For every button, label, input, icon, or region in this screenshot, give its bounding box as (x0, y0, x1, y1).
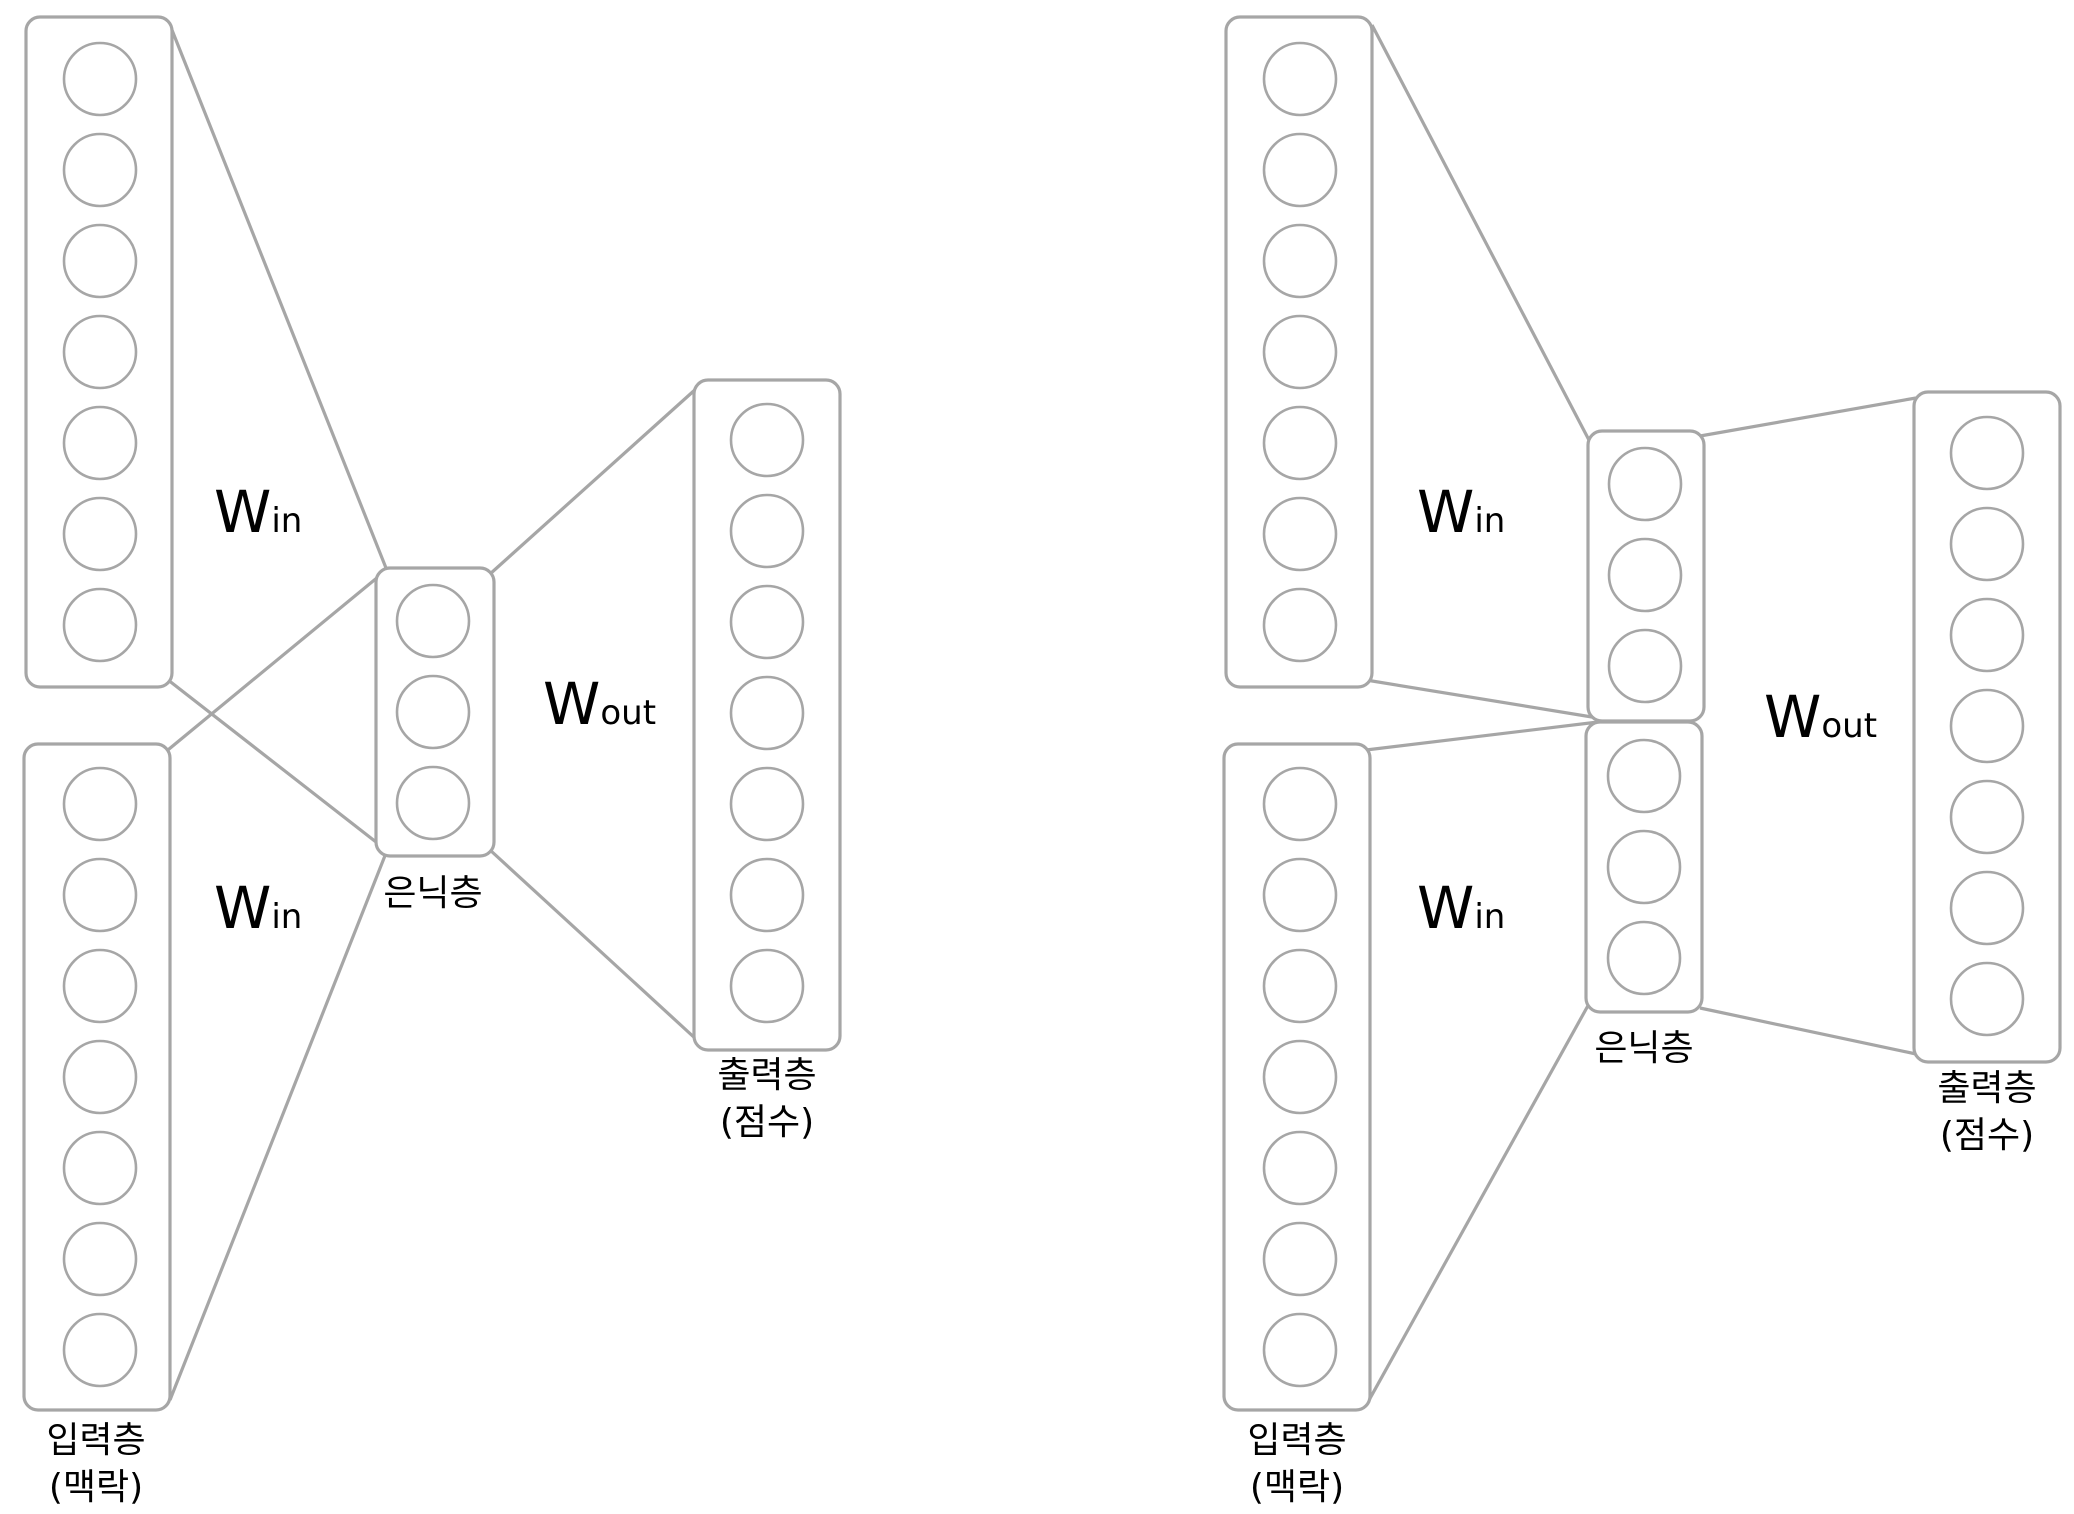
hidden-layer-box (374, 566, 496, 858)
input-layer-box (1224, 15, 1374, 689)
neuron (1949, 961, 2025, 1037)
left-connections (161, 24, 699, 1401)
connection-line (162, 674, 377, 844)
neuron (1262, 1130, 1338, 1206)
connection-line (168, 842, 392, 1401)
neuron (1949, 779, 2025, 855)
connection-line (1699, 396, 1917, 438)
neuron (62, 223, 138, 299)
neuron (62, 948, 138, 1024)
connection-line (1365, 720, 1599, 752)
neuron (729, 766, 805, 842)
neuron (1262, 857, 1338, 933)
neuron (1262, 132, 1338, 208)
neuron (1262, 1312, 1338, 1388)
neuron (1262, 41, 1338, 117)
connection-line (1370, 24, 1592, 443)
neuron (729, 948, 805, 1024)
neuron (62, 496, 138, 572)
neuron (395, 674, 471, 750)
left-diagram: Win Win Wout 은닉층 출력층 (점수) 입력층 (맥락) (22, 15, 842, 1508)
neuron (1262, 223, 1338, 299)
output-layer-note: (점수) (1940, 1115, 2034, 1156)
neuron (62, 405, 138, 481)
w-in-label: Win (1417, 478, 1505, 546)
neuron (62, 587, 138, 663)
output-layer-box (692, 378, 842, 1052)
neuron (1606, 829, 1682, 905)
neuron (395, 583, 471, 659)
neuron (1262, 1039, 1338, 1115)
input-layer-box (22, 742, 172, 1412)
input-layer-box (1222, 742, 1372, 1412)
neuron (1949, 415, 2025, 491)
neuron (1262, 587, 1338, 663)
neuron (62, 132, 138, 208)
neuron (62, 1312, 138, 1388)
neuron (1262, 766, 1338, 842)
connection-line (488, 848, 699, 1042)
hidden-layer-box (1584, 720, 1704, 1014)
input-layer-label: 입력층 (46, 1420, 145, 1461)
neuron (1949, 597, 2025, 673)
w-out-label: Wout (1764, 683, 1877, 751)
neuron (729, 584, 805, 660)
neuron (1949, 506, 2025, 582)
neuron (1262, 496, 1338, 572)
neuron (729, 675, 805, 751)
neuron (729, 857, 805, 933)
neuron (1262, 314, 1338, 390)
neuron (729, 402, 805, 478)
connection-line (168, 24, 390, 574)
input-layer-note: (맥락) (49, 1467, 143, 1508)
output-layer-label: 출력층 (717, 1055, 816, 1096)
input-layer-label: 입력층 (1247, 1420, 1346, 1461)
neuron (1949, 688, 2025, 764)
neuron (1606, 920, 1682, 996)
neuron (62, 1221, 138, 1297)
w-in-label: Win (1417, 874, 1505, 942)
w-in-label: Win (214, 874, 302, 942)
connection-line (488, 386, 699, 576)
hidden-layer-label: 은닉층 (383, 873, 482, 914)
neuron (1606, 738, 1682, 814)
output-layer-note: (점수) (720, 1102, 814, 1143)
neuron (62, 1039, 138, 1115)
right-connections (1365, 24, 1917, 1403)
neuron (395, 765, 471, 841)
neuron (62, 857, 138, 933)
neuron (62, 766, 138, 842)
neuron (1607, 628, 1683, 704)
neuron (729, 493, 805, 569)
neuron (1607, 446, 1683, 522)
neuron (1262, 1221, 1338, 1297)
connection-line (1366, 1001, 1592, 1403)
hidden-layer-box (1586, 429, 1706, 723)
neuron (62, 41, 138, 117)
neuron (1949, 870, 2025, 946)
neuron (1262, 948, 1338, 1024)
output-layer-label: 출력층 (1937, 1068, 2036, 1109)
hidden-layer-label: 은닉층 (1594, 1028, 1693, 1069)
neuron (62, 1130, 138, 1206)
right-diagram: Win Win Wout 은닉층 출력층 (점수) 입력층 (맥락) (1222, 15, 2062, 1508)
w-in-label: Win (214, 478, 302, 546)
neuron (1607, 537, 1683, 613)
connection-line (1365, 678, 1599, 720)
input-layer-note: (맥락) (1250, 1467, 1344, 1508)
neuron (1262, 405, 1338, 481)
connection-line (1699, 1006, 1917, 1056)
neuron (62, 314, 138, 390)
output-layer-box (1912, 390, 2062, 1064)
input-layer-box (24, 15, 174, 689)
connection-line (161, 570, 386, 756)
w-out-label: Wout (543, 670, 656, 738)
